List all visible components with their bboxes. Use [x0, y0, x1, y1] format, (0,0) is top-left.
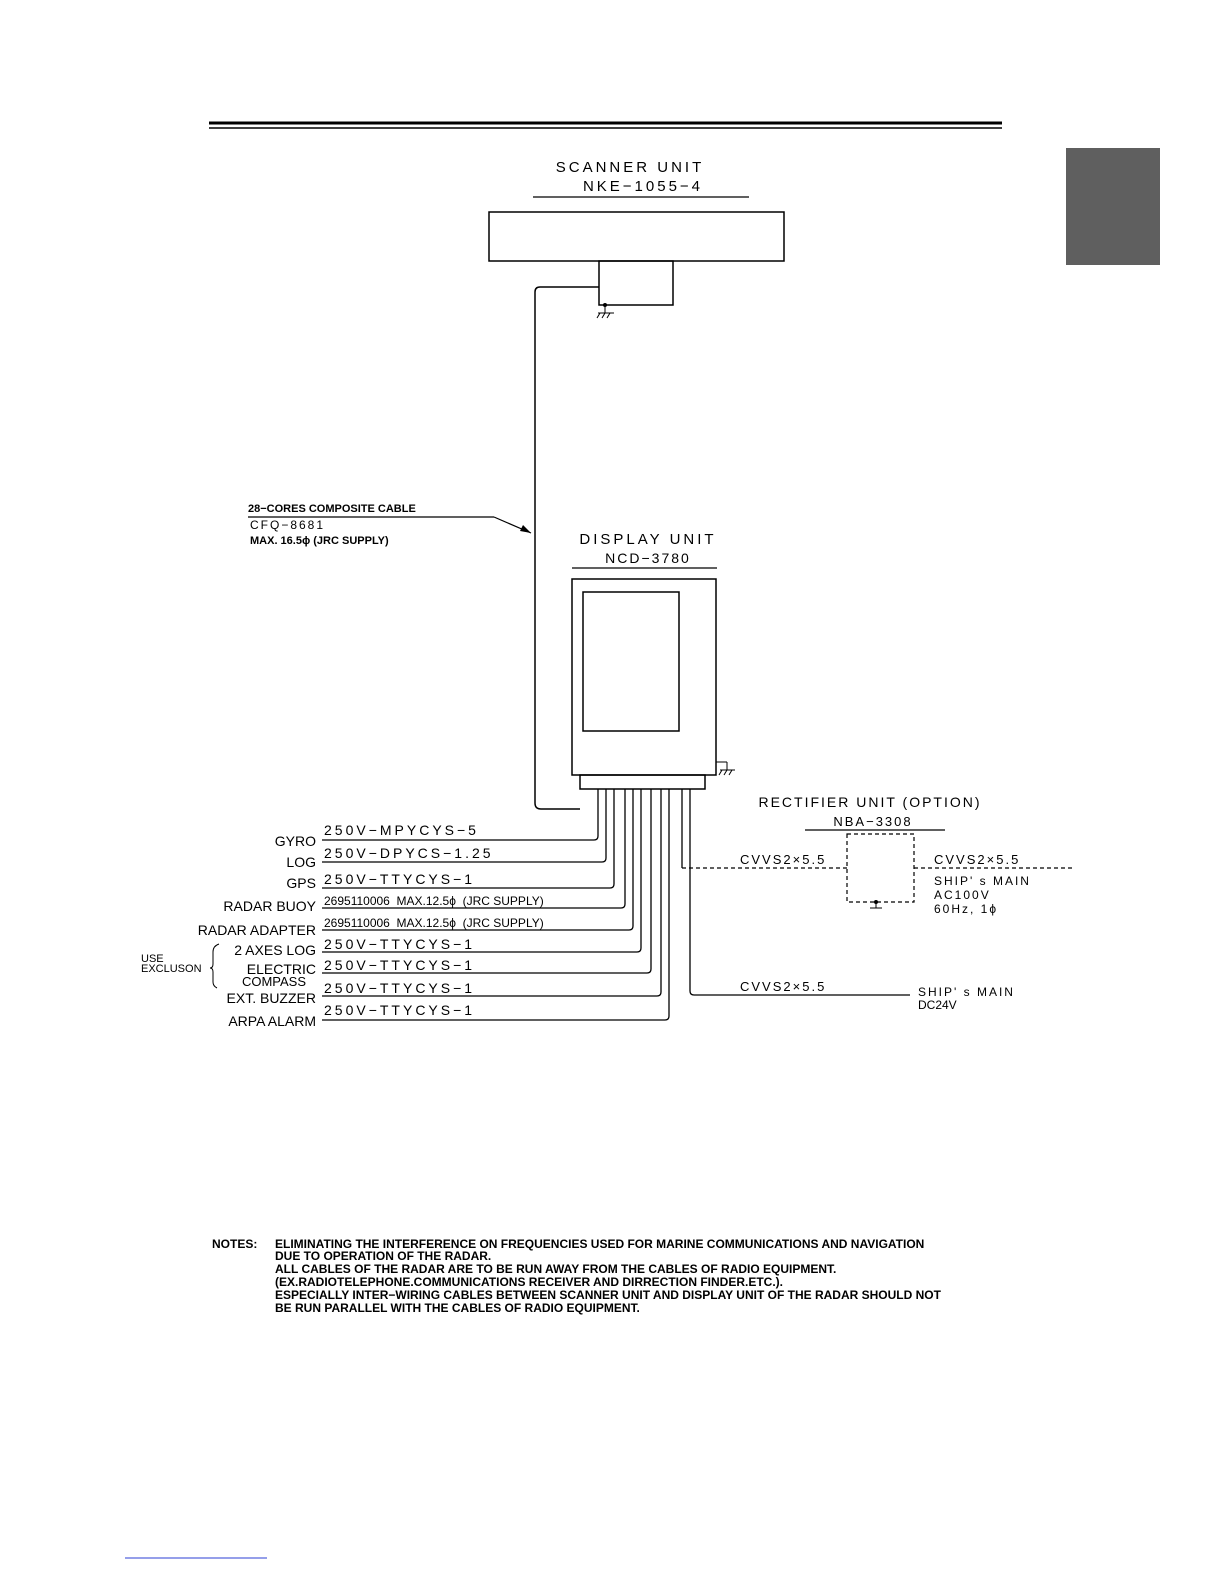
input-label-arpa-alarm: ARPA ALARM	[228, 1013, 316, 1029]
composite-cable-label-1: 28−CORES COMPOSITE CABLE	[248, 503, 416, 515]
use-exclusion-label-2: EXCLUSON	[141, 963, 202, 975]
display-connector-panel	[579, 774, 706, 790]
cable-spec-electric-compass: 250V−TTYCYS−1	[324, 957, 475, 973]
ac-cable-left: CVVS2×5.5	[740, 852, 826, 867]
notes-line: BE RUN PARALLEL WITH THE CABLES OF RADIO…	[275, 1301, 640, 1315]
ground-icon	[870, 902, 882, 909]
input-label-ext-buzzer: EXT. BUZZER	[227, 990, 316, 1006]
ground-icon	[596, 305, 614, 319]
notes-line: ESPECIALLY INTER−WIRING CABLES BETWEEN S…	[275, 1288, 942, 1302]
rectifier-model: NBA−3308	[833, 814, 912, 829]
display-model: NCD−3780	[605, 550, 691, 566]
cable-spec-log: 250V−DPYCS−1.25	[324, 845, 494, 861]
composite-cable-label-3: MAX. 16.5ϕ (JRC SUPPLY)	[250, 535, 389, 547]
cable-spec-gps: 250V−TTYCYS−1	[324, 871, 475, 887]
input-label-log: LOG	[286, 854, 316, 870]
input-label-radar-buoy: RADAR BUOY	[223, 898, 316, 914]
notes-heading: NOTES:	[212, 1237, 257, 1251]
dc-main-line2: DC24V	[918, 998, 957, 1012]
composite-cable-label-2: CFQ−8681	[250, 518, 325, 532]
scanner-antenna	[488, 211, 785, 262]
signal-cables	[322, 789, 910, 1021]
notes-line: DUE TO OPERATION OF THE RADAR.	[275, 1249, 491, 1263]
input-label-2-axes-log: 2 AXES LOG	[234, 942, 316, 958]
use-exclusion-bracket	[209, 943, 220, 989]
input-label-gyro: GYRO	[275, 833, 316, 849]
ac-main-line1: SHIP' s MAIN	[934, 874, 1031, 888]
display-cabinet	[571, 578, 717, 776]
input-label-compass: COMPASS	[242, 974, 306, 989]
ground-icon	[716, 761, 735, 776]
cable-spec-arpa-alarm: 250V−TTYCYS−1	[324, 1002, 475, 1018]
dc-cable: CVVS2×5.5	[740, 979, 826, 994]
display-title: DISPLAY UNIT	[579, 531, 716, 548]
cable-spec-gyro: 250V−MPYCYS−5	[324, 822, 479, 838]
use-exclusion-label-1: USE	[141, 953, 164, 965]
cable-spec-radar-adapter: 2695110006 MAX.12.5ϕ (JRC SUPPLY)	[324, 916, 544, 930]
composite-cable-run	[534, 286, 599, 810]
input-label-electric: ELECTRIC	[247, 961, 316, 977]
chapter-tab	[1066, 148, 1160, 265]
scanner-title: SCANNER UNIT	[556, 159, 705, 176]
ac-main-line2: AC100V	[934, 888, 991, 902]
cable-spec-radar-buoy: 2695110006 MAX.12.5ϕ (JRC SUPPLY)	[324, 894, 544, 908]
ac-main-line3: 60Hz, 1ϕ	[934, 902, 998, 916]
input-label-radar-adapter: RADAR ADAPTER	[198, 922, 316, 938]
display-screen	[582, 591, 680, 732]
scanner-pedestal	[598, 260, 674, 306]
scanner-model: NKE−1055−4	[583, 178, 703, 195]
notes-line: ALL CABLES OF THE RADAR ARE TO BE RUN AW…	[275, 1262, 836, 1276]
ac-cable-right: CVVS2×5.5	[934, 852, 1020, 867]
rectifier-title: RECTIFIER UNIT (OPTION)	[758, 794, 981, 810]
dc-main-line1: SHIP' s MAIN	[918, 985, 1015, 999]
cable-spec-ext-buzzer: 250V−TTYCYS−1	[324, 980, 475, 996]
notes-line: (EX.RADIOTELEPHONE.COMMUNICATIONS RECEIV…	[275, 1275, 783, 1289]
cable-spec-2-axes-log: 250V−TTYCYS−1	[324, 936, 475, 952]
input-label-gps: GPS	[286, 875, 316, 891]
notes-line: ELIMINATING THE INTERFERENCE ON FREQUENC…	[275, 1237, 924, 1251]
rectifier-box	[846, 833, 915, 903]
